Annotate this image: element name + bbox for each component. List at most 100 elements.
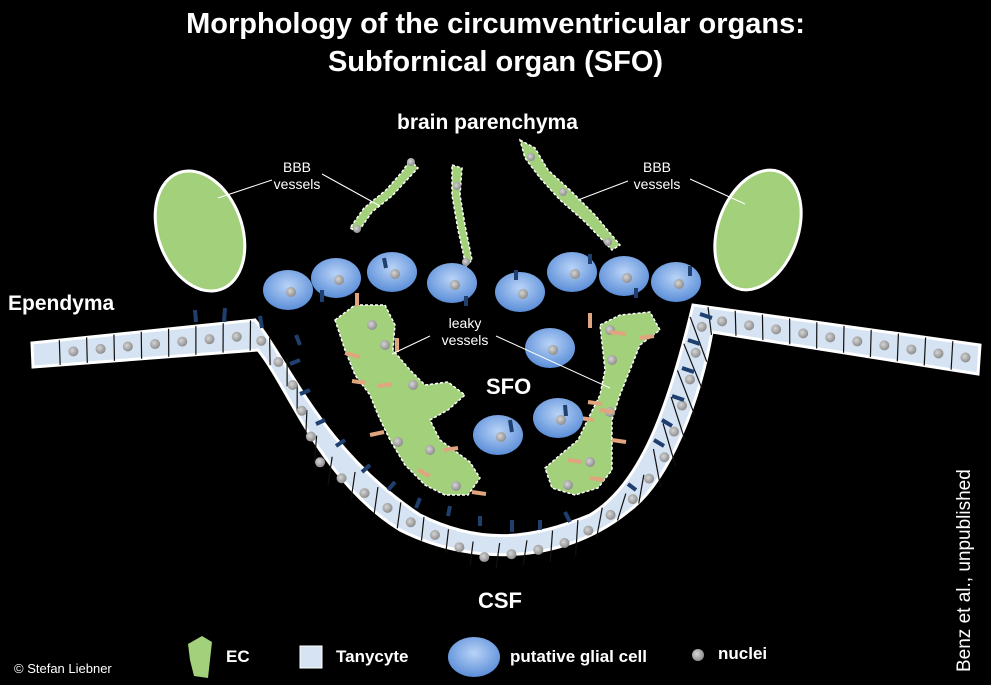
tanycyte-border — [616, 493, 627, 521]
legend-ec-label: EC — [226, 647, 250, 666]
tanycyte-nucleus — [287, 380, 298, 391]
tanycyte-border — [950, 341, 954, 370]
tanycyte-nucleus — [296, 405, 307, 416]
tanycyte-nucleus — [906, 344, 917, 355]
tanycyte-nucleus — [583, 525, 594, 536]
tanycyte-border — [869, 329, 872, 358]
tanycyte-nucleus — [605, 509, 616, 520]
tanycyte-nucleus — [771, 324, 782, 335]
tanycyte-process — [334, 438, 347, 448]
tanycyte-process — [299, 388, 311, 396]
tanycyte-nucleus — [177, 336, 188, 347]
tanycyte-border — [86, 337, 88, 363]
glial-nucleus — [496, 432, 506, 442]
tanycyte-process — [660, 418, 674, 428]
legend-tanycyte-swatch — [299, 645, 323, 669]
tanycyte-process — [360, 463, 372, 474]
tanycyte-border — [313, 435, 318, 464]
thin-vessel-nuclei — [353, 153, 612, 266]
tanycyte-border — [652, 448, 662, 488]
tanycyte-process — [414, 497, 422, 509]
tanycyte-nucleus — [359, 488, 370, 499]
glial-nucleus — [674, 279, 684, 289]
tanycyte-process — [446, 505, 452, 517]
glial-nucleus — [390, 269, 400, 279]
tanycyte-border — [420, 516, 425, 541]
tanycyte-nucleus — [336, 473, 347, 484]
tanycyte-border — [327, 456, 333, 486]
tanycyte-border — [350, 471, 356, 500]
sfo-label: SFO — [486, 374, 532, 399]
legend-tanycyte-label: Tanycyte — [336, 647, 409, 666]
tanycyte-nucleus — [684, 374, 695, 385]
tanycyte-border — [676, 370, 696, 415]
tanycyte-process — [222, 307, 227, 323]
glial-nucleus — [556, 415, 566, 425]
tanycyte-border — [495, 542, 501, 569]
tanycyte-nucleus — [479, 552, 490, 563]
tanycyte-nucleus — [150, 339, 161, 350]
tanycyte-nucleus — [798, 328, 809, 339]
tanycyte-nucleus — [506, 549, 517, 560]
tanycyte-nucleus — [744, 320, 755, 331]
tanycyte-nuclei — [68, 316, 971, 563]
tanycyte-border — [923, 337, 927, 366]
legend-glial-swatch — [448, 637, 500, 677]
tanycyte-nucleus — [852, 336, 863, 347]
csf-label: CSF — [478, 588, 522, 613]
tanycyte-border — [269, 337, 271, 366]
tanycyte-border — [595, 507, 603, 538]
tanycyte-nucleus — [315, 457, 326, 468]
tanycyte-nucleus — [696, 321, 707, 332]
bbb-thin-vessels — [348, 138, 622, 268]
pointer-lines — [217, 173, 746, 389]
tanycyte-nucleus — [559, 538, 570, 549]
tanycyte-nucleus — [879, 340, 890, 351]
title-line2: Subfornical organ (SFO) — [327, 46, 664, 78]
tanycyte-process — [382, 257, 388, 269]
tanycyte-process — [289, 358, 301, 366]
tanycyte-process — [315, 418, 326, 426]
tanycyte-border — [469, 541, 474, 566]
pericyte-markers — [344, 293, 655, 496]
tanycyte-border — [896, 333, 900, 362]
tanycyte-nucleus — [122, 341, 133, 352]
source-credit: Benz et al., unpublished — [954, 469, 975, 672]
tanycyte-nucleus — [273, 357, 284, 368]
tanycyte-process — [563, 511, 572, 523]
bbb-vessel-right — [713, 168, 803, 292]
tanycyte-nucleus — [231, 331, 242, 342]
tanycyte-border — [689, 316, 708, 362]
tanycyte-nucleus — [382, 502, 393, 513]
brain-parenchyma-label: brain parenchyma — [397, 111, 578, 134]
title-line1: Morphology of the circumventricular orga… — [186, 8, 805, 40]
tanycyte-border — [373, 487, 379, 514]
tanycyte-nucleus — [533, 544, 544, 555]
tanycyte-nucleus — [429, 529, 440, 540]
tanycyte-process — [563, 404, 568, 417]
glial-nucleus — [518, 289, 528, 299]
tanycyte-cell-borders — [58, 307, 954, 569]
glial-nucleus — [548, 345, 558, 355]
ependyma-label: Ependyma — [8, 292, 115, 315]
tanycyte-border — [396, 502, 402, 529]
bbb-vessel-left — [153, 169, 247, 293]
tanycyte-nucleus — [644, 473, 655, 484]
tanycyte-border — [113, 334, 116, 361]
tanycyte-process — [671, 394, 685, 402]
legend-nucleus-swatch — [692, 649, 704, 661]
tanycyte-nucleus — [454, 542, 465, 553]
tanycyte-border — [734, 310, 737, 336]
tanycyte-nucleus — [659, 452, 670, 463]
legend-nuclei-label: nuclei — [718, 644, 768, 663]
legend-glial-label: putative glial cell — [510, 647, 647, 666]
tanycyte-process — [258, 315, 264, 329]
glial-nucleus — [334, 275, 344, 285]
tanycyte-process — [626, 482, 638, 492]
leaky-vessel-nuclei — [367, 320, 617, 491]
tanycyte-border — [445, 529, 450, 553]
